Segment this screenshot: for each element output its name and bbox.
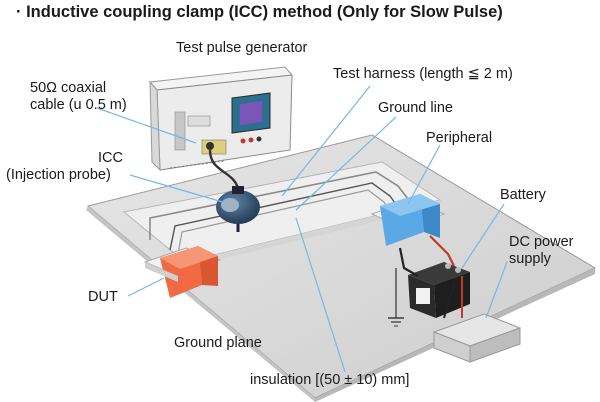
label-battery: Battery xyxy=(500,187,546,203)
dut-box xyxy=(143,246,222,298)
dc-wire-black xyxy=(443,283,455,319)
car-battery-icon xyxy=(408,262,470,318)
label-ground-plane: Ground plane xyxy=(174,335,262,351)
label-icc-line2: (Injection probe) xyxy=(6,167,111,183)
test-pulse-generator-icon xyxy=(148,66,294,172)
label-peripheral: Peripheral xyxy=(426,130,493,146)
dc-power-supply-icon xyxy=(432,313,522,363)
peripheral-box xyxy=(370,194,446,246)
label-coax-line2: cable (u 0.5 m) xyxy=(30,97,127,113)
ground-line-wire xyxy=(149,171,413,240)
label-dc-line1: DC power xyxy=(509,234,574,250)
label-dc-line2: supply xyxy=(509,251,551,267)
label-dut: DUT xyxy=(88,289,118,305)
injection-probe-icon xyxy=(216,186,260,232)
label-test-harness: Test harness (length ≦ 2 m) xyxy=(333,66,513,82)
battery-wire-red xyxy=(429,235,455,267)
label-insulation: insulation [(50 ± 10) mm] xyxy=(250,372,410,388)
coaxial-cable xyxy=(208,149,240,189)
ground-symbol-icon xyxy=(388,268,404,327)
label-icc-line1: ICC xyxy=(98,150,123,166)
label-coax-line1: 50Ω coaxial xyxy=(30,80,107,96)
label-ground-line: Ground line xyxy=(378,100,453,116)
label-test-pulse-generator: Test pulse generator xyxy=(176,40,308,56)
leader-lines xyxy=(96,85,508,373)
battery-wire-black xyxy=(398,247,419,277)
diagram-title: · Inductive coupling clamp (ICC) method … xyxy=(16,3,503,21)
test-harness xyxy=(169,182,401,251)
